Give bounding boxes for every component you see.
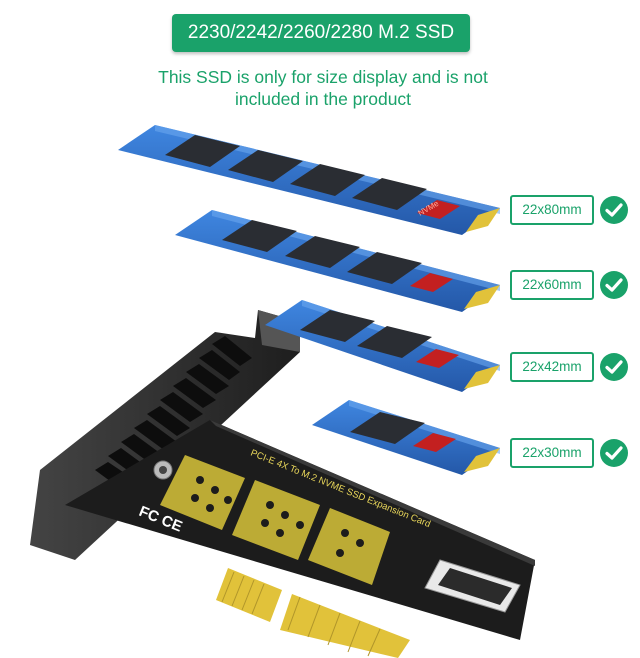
- check-icon: [600, 271, 628, 299]
- size-label: 22x80mm: [510, 195, 594, 225]
- size-row-2280: 22x80mm: [510, 195, 630, 225]
- check-icon: [600, 353, 628, 381]
- ssd-2260: [175, 210, 500, 312]
- check-icon: [600, 196, 628, 224]
- ssd-2230: [312, 400, 500, 475]
- size-row-2260: 22x60mm: [510, 270, 630, 300]
- ssd-2242: [265, 300, 500, 392]
- gold-pad-fields: [160, 455, 390, 585]
- ssd-2280: NVMe: [118, 125, 500, 235]
- size-row-2230: 22x30mm: [510, 438, 630, 468]
- size-label: 22x42mm: [510, 352, 594, 382]
- size-row-2242: 22x42mm: [510, 352, 630, 382]
- note-line-1: This SSD is only for size display and is…: [158, 67, 488, 87]
- expansion-card: PCI-E 4X To M.2 NVME SSD Expansion Card …: [30, 310, 535, 658]
- note-line-2: included in the product: [234, 89, 412, 109]
- size-label: 22x30mm: [510, 438, 594, 468]
- product-note: This SSD is only for size display and is…: [100, 66, 546, 110]
- check-icon: [600, 439, 628, 467]
- title-banner: 2230/2242/2260/2280 M.2 SSD: [172, 14, 470, 52]
- size-label: 22x60mm: [510, 270, 594, 300]
- pcie-gold-fingers: [216, 568, 410, 658]
